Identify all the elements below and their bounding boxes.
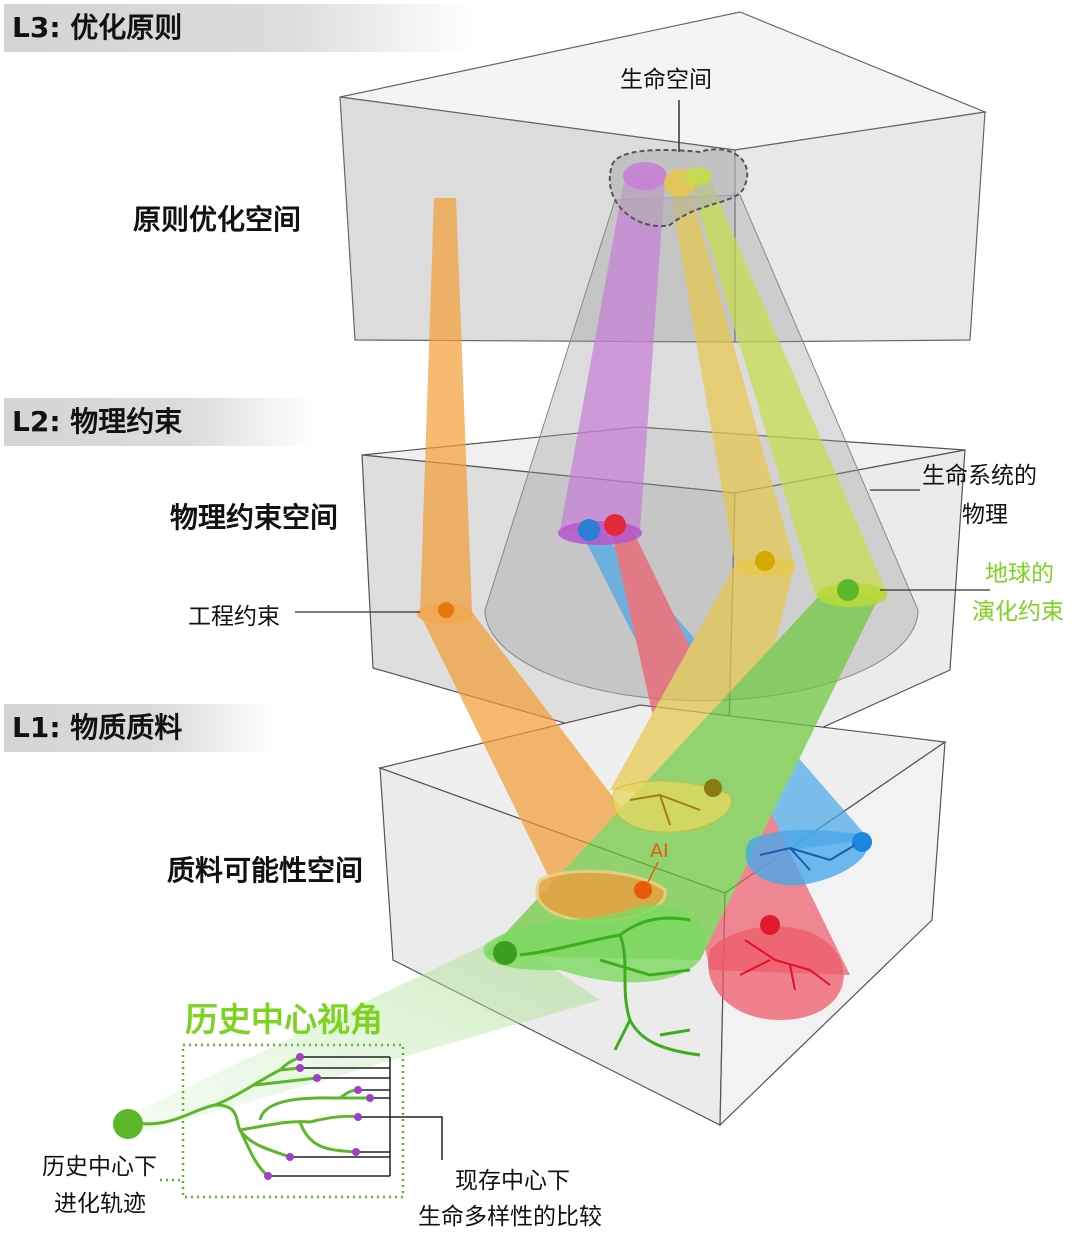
present-diversity-label-2: 生命多样性的比较	[418, 1204, 602, 1230]
purple-beam	[560, 175, 665, 530]
history-view-title: 历史中心视角	[185, 1000, 383, 1039]
red-ball	[604, 514, 626, 536]
history-trajectory-label-1: 历史中心下	[42, 1154, 157, 1180]
l3-space-label: 原则优化空间	[133, 203, 302, 236]
life-space-label: 生命空间	[620, 67, 712, 93]
l1-space-label: 质料可能性空间	[167, 854, 364, 887]
history-trajectory-label-2: 进化轨迹	[54, 1191, 146, 1217]
history-beam	[130, 935, 600, 1135]
lime-ball	[837, 579, 859, 601]
earth-constraint-label-1: 地球的	[985, 561, 1054, 587]
earth-constraint-label-2: 演化约束	[972, 599, 1064, 625]
level-l1-header: L1: 物质质料	[4, 704, 274, 752]
yellow-ball	[755, 551, 775, 571]
present-diversity-label-1: 现存中心下	[455, 1168, 570, 1194]
evolution-tree	[113, 1043, 443, 1199]
orange-beam	[420, 198, 680, 900]
beams	[420, 175, 888, 975]
yellow-beam	[610, 190, 795, 800]
life-physics-label-2: 物理	[962, 502, 1008, 528]
level-l3-header: L3: 优化原则	[4, 4, 474, 52]
green-beam	[485, 595, 880, 960]
blue-ball	[578, 519, 600, 541]
engineering-ball	[438, 602, 454, 618]
level-l2-header: L2: 物理约束	[4, 398, 314, 446]
lime-beam	[690, 180, 888, 595]
material-blobs	[483, 779, 872, 1057]
l2-space-label: 物理约束空间	[170, 501, 339, 534]
life-physics-label-1: 生命系统的	[922, 463, 1037, 489]
ai-label: AI	[650, 840, 669, 862]
engineering-constraint-label: 工程约束	[188, 604, 280, 630]
